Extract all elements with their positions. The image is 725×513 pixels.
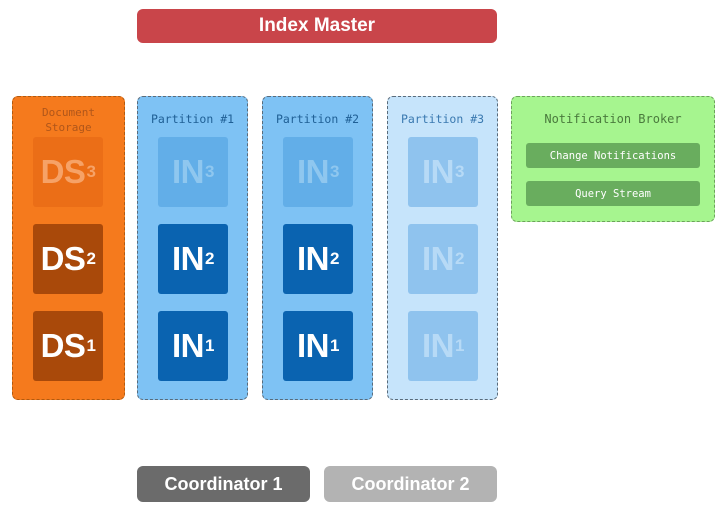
partition-3-title: Partition #3 (400, 112, 485, 126)
notification-broker-title: Notification Broker (544, 112, 682, 126)
notification-broker-box: Notification Broker Change Notifications… (511, 96, 715, 222)
index-master-label: Index Master (258, 15, 376, 36)
partition-2-title: Partition #2 (275, 112, 360, 126)
coordinator-1-bar: Coordinator 1 (137, 466, 310, 502)
index-master-bar: Index Master (137, 9, 497, 43)
change-notifications-button[interactable]: Change Notifications (526, 143, 700, 168)
query-stream-button[interactable]: Query Stream (526, 181, 700, 206)
partition-1-title: Partition #1 (150, 112, 235, 126)
coordinator-1-label: Coordinator 1 (164, 473, 283, 494)
coordinator-2-label: Coordinator 2 (351, 473, 470, 494)
document-storage-title: Document Storage (42, 106, 95, 134)
coordinator-2-bar: Coordinator 2 (324, 466, 497, 502)
